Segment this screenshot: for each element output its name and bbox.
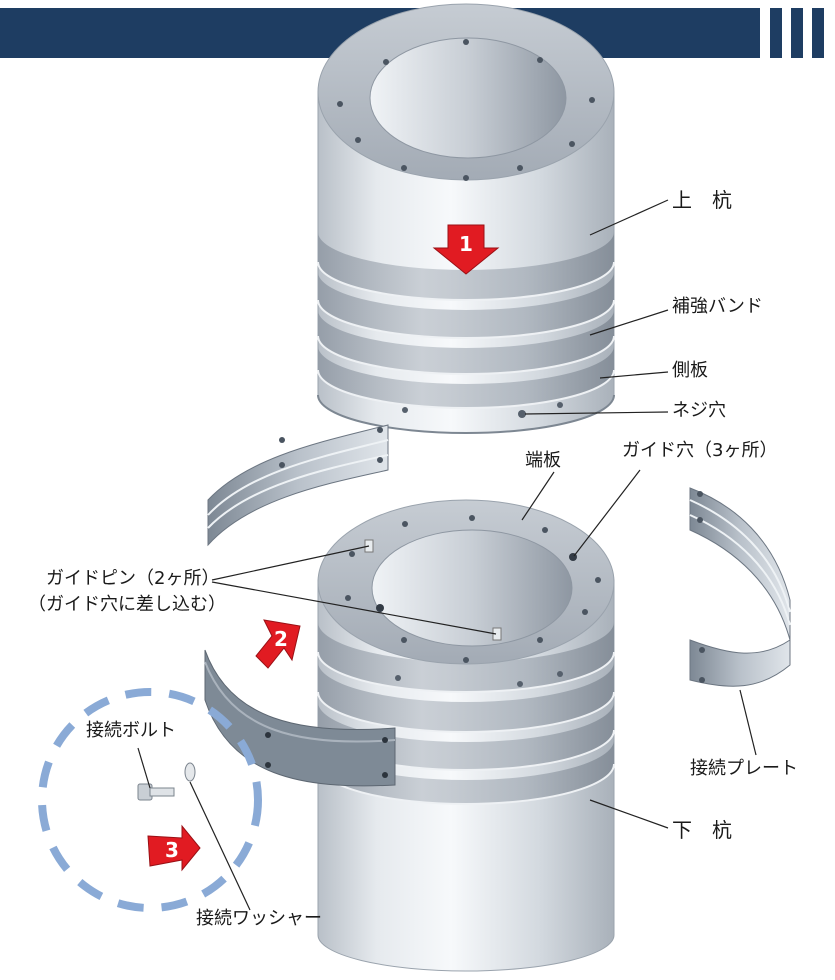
upper-band-lines xyxy=(317,261,615,409)
label-side-plate: 側板 xyxy=(672,360,708,381)
upper-band-3 xyxy=(318,310,614,374)
label-end-plate: 端板 xyxy=(525,450,561,471)
bolt-detail-circle xyxy=(38,688,262,912)
step-3-arrow: 3 xyxy=(147,824,201,872)
leader-guide-pin-2 xyxy=(211,581,497,635)
label-connection-washer: 接続ワッシャー xyxy=(196,908,322,929)
step-1-number: 1 xyxy=(459,232,473,256)
leader-end-plate xyxy=(521,471,555,521)
lower-band-lines xyxy=(317,651,615,805)
leader-washer xyxy=(189,781,251,911)
leader-lines xyxy=(137,199,757,911)
label-connection-bolt: 接続ボルト xyxy=(86,720,176,741)
lower-band-1 xyxy=(318,622,614,692)
lower-bolt-holes xyxy=(345,515,601,663)
upper-pile xyxy=(317,3,615,434)
leader-guide-pin-1 xyxy=(211,545,370,581)
step-3-number: 3 xyxy=(165,838,179,862)
upper-inner-hole xyxy=(369,37,567,159)
lower-screw-holes xyxy=(395,671,563,687)
header-tick-1 xyxy=(770,8,782,58)
header-tick-3 xyxy=(812,8,824,58)
leader-lower-pile xyxy=(589,799,669,829)
step-1-arrow: 1 xyxy=(432,224,500,275)
left-lower-plate xyxy=(204,649,396,787)
leader-plate xyxy=(739,689,757,756)
upper-bolt-holes xyxy=(337,39,595,181)
label-screw-hole: ネジ穴 xyxy=(672,400,726,421)
lower-inner-hole xyxy=(371,529,573,647)
leader-guide-hole xyxy=(573,469,641,557)
connection-washer xyxy=(184,762,196,782)
label-upper-pile: 上 杭 xyxy=(672,188,732,212)
upper-band-1 xyxy=(318,232,614,300)
leader-bolt xyxy=(137,747,151,789)
leader-side-plate xyxy=(599,371,669,379)
right-plate xyxy=(689,487,791,687)
upper-screw-holes xyxy=(402,402,563,418)
leader-screw-hole xyxy=(524,411,669,415)
left-upper-plate xyxy=(207,424,389,547)
label-guide-pin-note: （ガイド穴に差し込む） xyxy=(28,594,226,615)
label-reinforcing-band: 補強バンド xyxy=(672,296,763,317)
label-lower-pile: 下 杭 xyxy=(672,818,732,842)
upper-band-2 xyxy=(318,272,614,338)
lower-band-4 xyxy=(318,740,614,804)
step-2-number: 2 xyxy=(274,627,288,651)
connection-bolt xyxy=(137,783,175,801)
lower-band-2 xyxy=(318,662,614,732)
step-2-arrow: 2 xyxy=(255,619,301,669)
label-connection-plate: 接続プレート xyxy=(690,758,798,779)
header-tick-2 xyxy=(791,8,803,58)
upper-band-4 xyxy=(318,346,614,408)
label-guide-hole: ガイド穴（3ヶ所） xyxy=(622,440,778,461)
leader-band xyxy=(589,309,669,336)
label-guide-pin: ガイドピン（2ヶ所） xyxy=(46,568,220,589)
leader-upper-pile xyxy=(589,199,669,236)
